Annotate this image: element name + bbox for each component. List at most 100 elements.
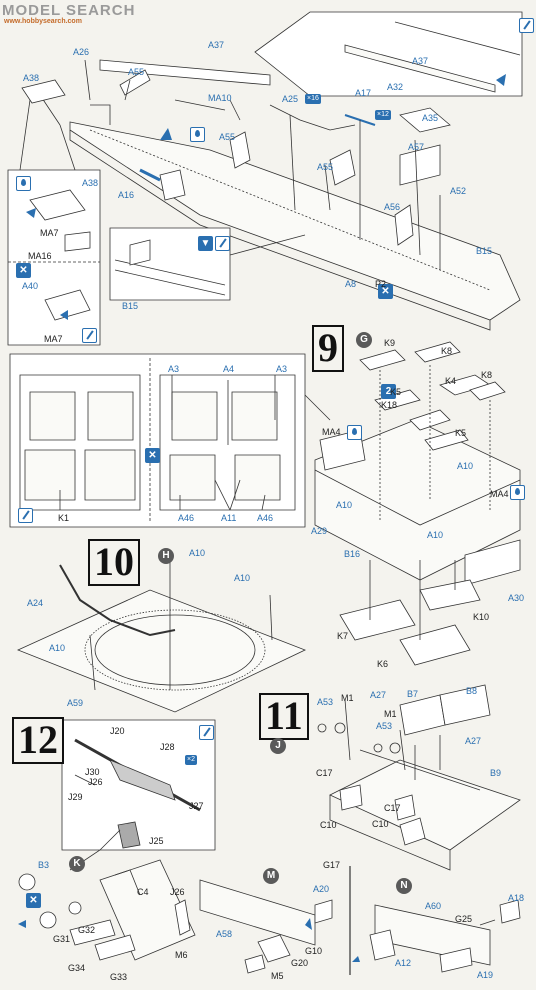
part-label: M1: [341, 693, 354, 703]
part-label: A38: [23, 73, 40, 83]
part-label: A53: [376, 721, 393, 731]
part-label: J27: [189, 801, 204, 811]
part-label: J28: [160, 742, 175, 752]
no-glue-icon: ✕: [26, 893, 41, 908]
part-label: G33: [110, 972, 128, 982]
part-label: A30: [508, 593, 525, 603]
part-label: A12: [395, 958, 412, 968]
flip-over-icon: ▼: [198, 236, 213, 251]
part-label: A27: [465, 736, 482, 746]
part-label: J25: [149, 836, 164, 846]
part-label: A18: [508, 893, 525, 903]
no-glue-icon: ✕: [145, 448, 160, 463]
part-label: A59: [67, 698, 84, 708]
part-label: A57: [408, 142, 425, 152]
part-label: A32: [387, 82, 404, 92]
part-label: MA4: [322, 427, 341, 437]
glue-drop-icon: [347, 425, 362, 440]
part-label: A37: [412, 56, 429, 66]
step-number-11: 11: [259, 693, 309, 740]
watermark-brand: MODEL SEARCH: [2, 2, 136, 19]
part-label: A19: [477, 970, 494, 980]
part-label: G31: [53, 934, 71, 944]
part-label: B15: [476, 246, 493, 256]
part-label: MA4: [490, 489, 509, 499]
part-label: A46: [257, 513, 274, 523]
part-label: B16: [344, 549, 361, 559]
part-label: C10: [320, 820, 337, 830]
part-label: B3: [38, 860, 50, 870]
part-label: A10: [189, 548, 206, 558]
part-label: K8: [441, 346, 453, 356]
part-label: A10: [234, 573, 251, 583]
part-label: A46: [178, 513, 195, 523]
part-label: MA7: [44, 334, 63, 344]
part-label: J29: [68, 792, 83, 802]
part-label: M6: [175, 950, 188, 960]
glue-drop-icon: [16, 176, 31, 191]
sub-assembly-k-marker: K: [69, 856, 85, 872]
part-label: B7: [407, 689, 419, 699]
part-label: G25: [455, 914, 473, 924]
part-label: A25: [282, 94, 299, 104]
quantity-tag-a25: ×16: [305, 94, 321, 104]
step-number-12: 12: [12, 717, 64, 764]
part-label: K4: [445, 376, 457, 386]
part-label: J30: [85, 767, 100, 777]
part-label: A37: [208, 40, 225, 50]
part-label: G20: [291, 958, 309, 968]
step-number-9: 9: [312, 325, 344, 372]
part-label: A52: [450, 186, 467, 196]
step-number-10: 10: [88, 539, 140, 586]
sub-assembly-j-marker: J: [270, 738, 286, 754]
part-label: K18: [381, 400, 398, 410]
part-label: A38: [82, 178, 99, 188]
part-label: P2: [375, 279, 387, 289]
part-label: J20: [110, 726, 125, 736]
part-label: C17: [316, 768, 333, 778]
part-label: A53: [317, 697, 334, 707]
paint-pen-icon: [215, 236, 230, 251]
part-label: A29: [311, 526, 328, 536]
part-label: A55: [128, 67, 145, 77]
part-label: A10: [49, 643, 66, 653]
part-label: M1: [384, 709, 397, 719]
sub-assembly-h-marker: H: [158, 548, 174, 564]
part-label: A56: [384, 202, 401, 212]
part-label: G10: [305, 946, 323, 956]
paint-pen-icon: [18, 508, 33, 523]
paint-pen-icon: [82, 328, 97, 343]
part-label: A10: [427, 530, 444, 540]
part-label: K1: [58, 513, 70, 523]
watermark-url: www.hobbysearch.com: [4, 18, 82, 25]
part-label: G17: [323, 860, 341, 870]
part-label: A10: [457, 461, 474, 471]
part-label: A16: [118, 190, 135, 200]
quantity-tag-a17: ×12: [375, 110, 391, 120]
part-label: A40: [22, 281, 39, 291]
part-label: G32: [78, 925, 96, 935]
part-label: K6: [377, 659, 389, 669]
part-label: MA10: [208, 93, 232, 103]
part-label: C10: [372, 819, 389, 829]
part-label: M5: [271, 971, 284, 981]
part-label: A4: [223, 364, 235, 374]
part-label: A24: [27, 598, 44, 608]
part-label: B15: [122, 301, 139, 311]
part-label: G34: [68, 963, 86, 973]
paint-pen-icon: [519, 18, 534, 33]
part-label: A3: [276, 364, 288, 374]
quantity-tag-j28: ×2: [185, 755, 197, 765]
part-label: B8: [466, 686, 478, 696]
part-label: A58: [216, 929, 233, 939]
part-label: A10: [336, 500, 353, 510]
part-label: A20: [313, 884, 330, 894]
part-label: A17: [355, 88, 372, 98]
glue-drop-icon: [510, 485, 525, 500]
part-label: A26: [73, 47, 90, 57]
part-label: A11: [221, 513, 237, 523]
part-label: A55: [317, 162, 334, 172]
part-label: B9: [490, 768, 502, 778]
part-label: K9: [384, 338, 396, 348]
